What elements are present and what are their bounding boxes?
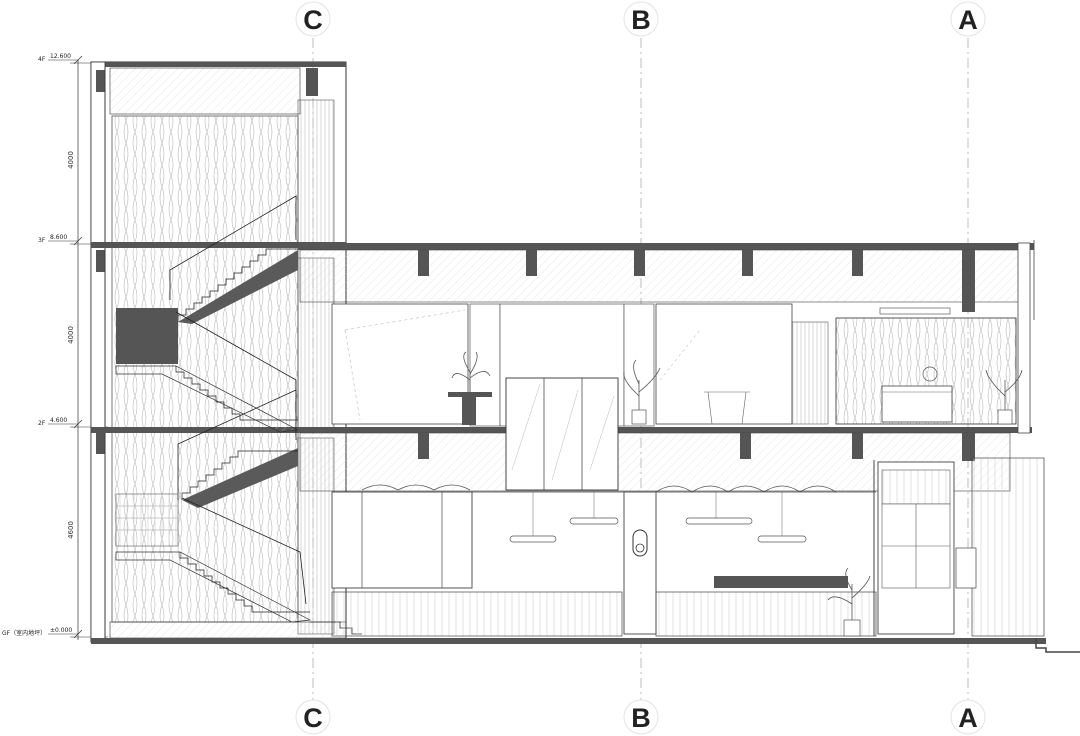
level-name-4f: 4F <box>38 56 46 63</box>
grid-bubble-bottom-c: C <box>295 699 331 735</box>
grid-label-top-b: B <box>631 5 651 35</box>
plant-2f-center <box>623 359 661 425</box>
dimension-4f-3f: 4000 <box>67 151 75 169</box>
level-elevation-gf: ±0.000 <box>50 627 72 634</box>
grid-label-top-c: C <box>303 5 323 35</box>
dimension-3f-2f: 4000 <box>67 326 75 344</box>
grid-bubble-bottom-b: B <box>623 699 659 735</box>
stair-tower <box>90 61 362 643</box>
plant-2f-right <box>985 369 1023 425</box>
grid-bubble-top-c: C <box>295 1 331 37</box>
grid-bubble-top-b: B <box>623 1 659 37</box>
level-name-3f: 3F <box>38 237 46 244</box>
grid-label-bottom-b: B <box>631 703 651 733</box>
dimension-chain: 4000 4000 4600 <box>67 55 83 640</box>
level-elevation-4f: 12.600 <box>50 53 71 60</box>
grid-label-bottom-a: A <box>958 703 978 733</box>
level-elevation-2f: 4.600 <box>50 417 67 424</box>
main-building <box>91 240 1080 653</box>
grid-bubble-bottom-a: A <box>950 699 986 735</box>
level-elevation-3f: 8.600 <box>50 234 67 241</box>
grid-label-top-a: A <box>958 5 978 35</box>
level-name-2f: 2F <box>38 420 46 427</box>
grid-label-bottom-c: C <box>303 703 323 733</box>
grid-bubble-top-a: A <box>950 1 986 37</box>
level-name-gf: GF（室内地坪） <box>2 629 46 637</box>
plant-gf <box>827 567 871 637</box>
plant-2f-left <box>451 351 491 392</box>
dimension-2f-gf: 4600 <box>67 521 75 539</box>
